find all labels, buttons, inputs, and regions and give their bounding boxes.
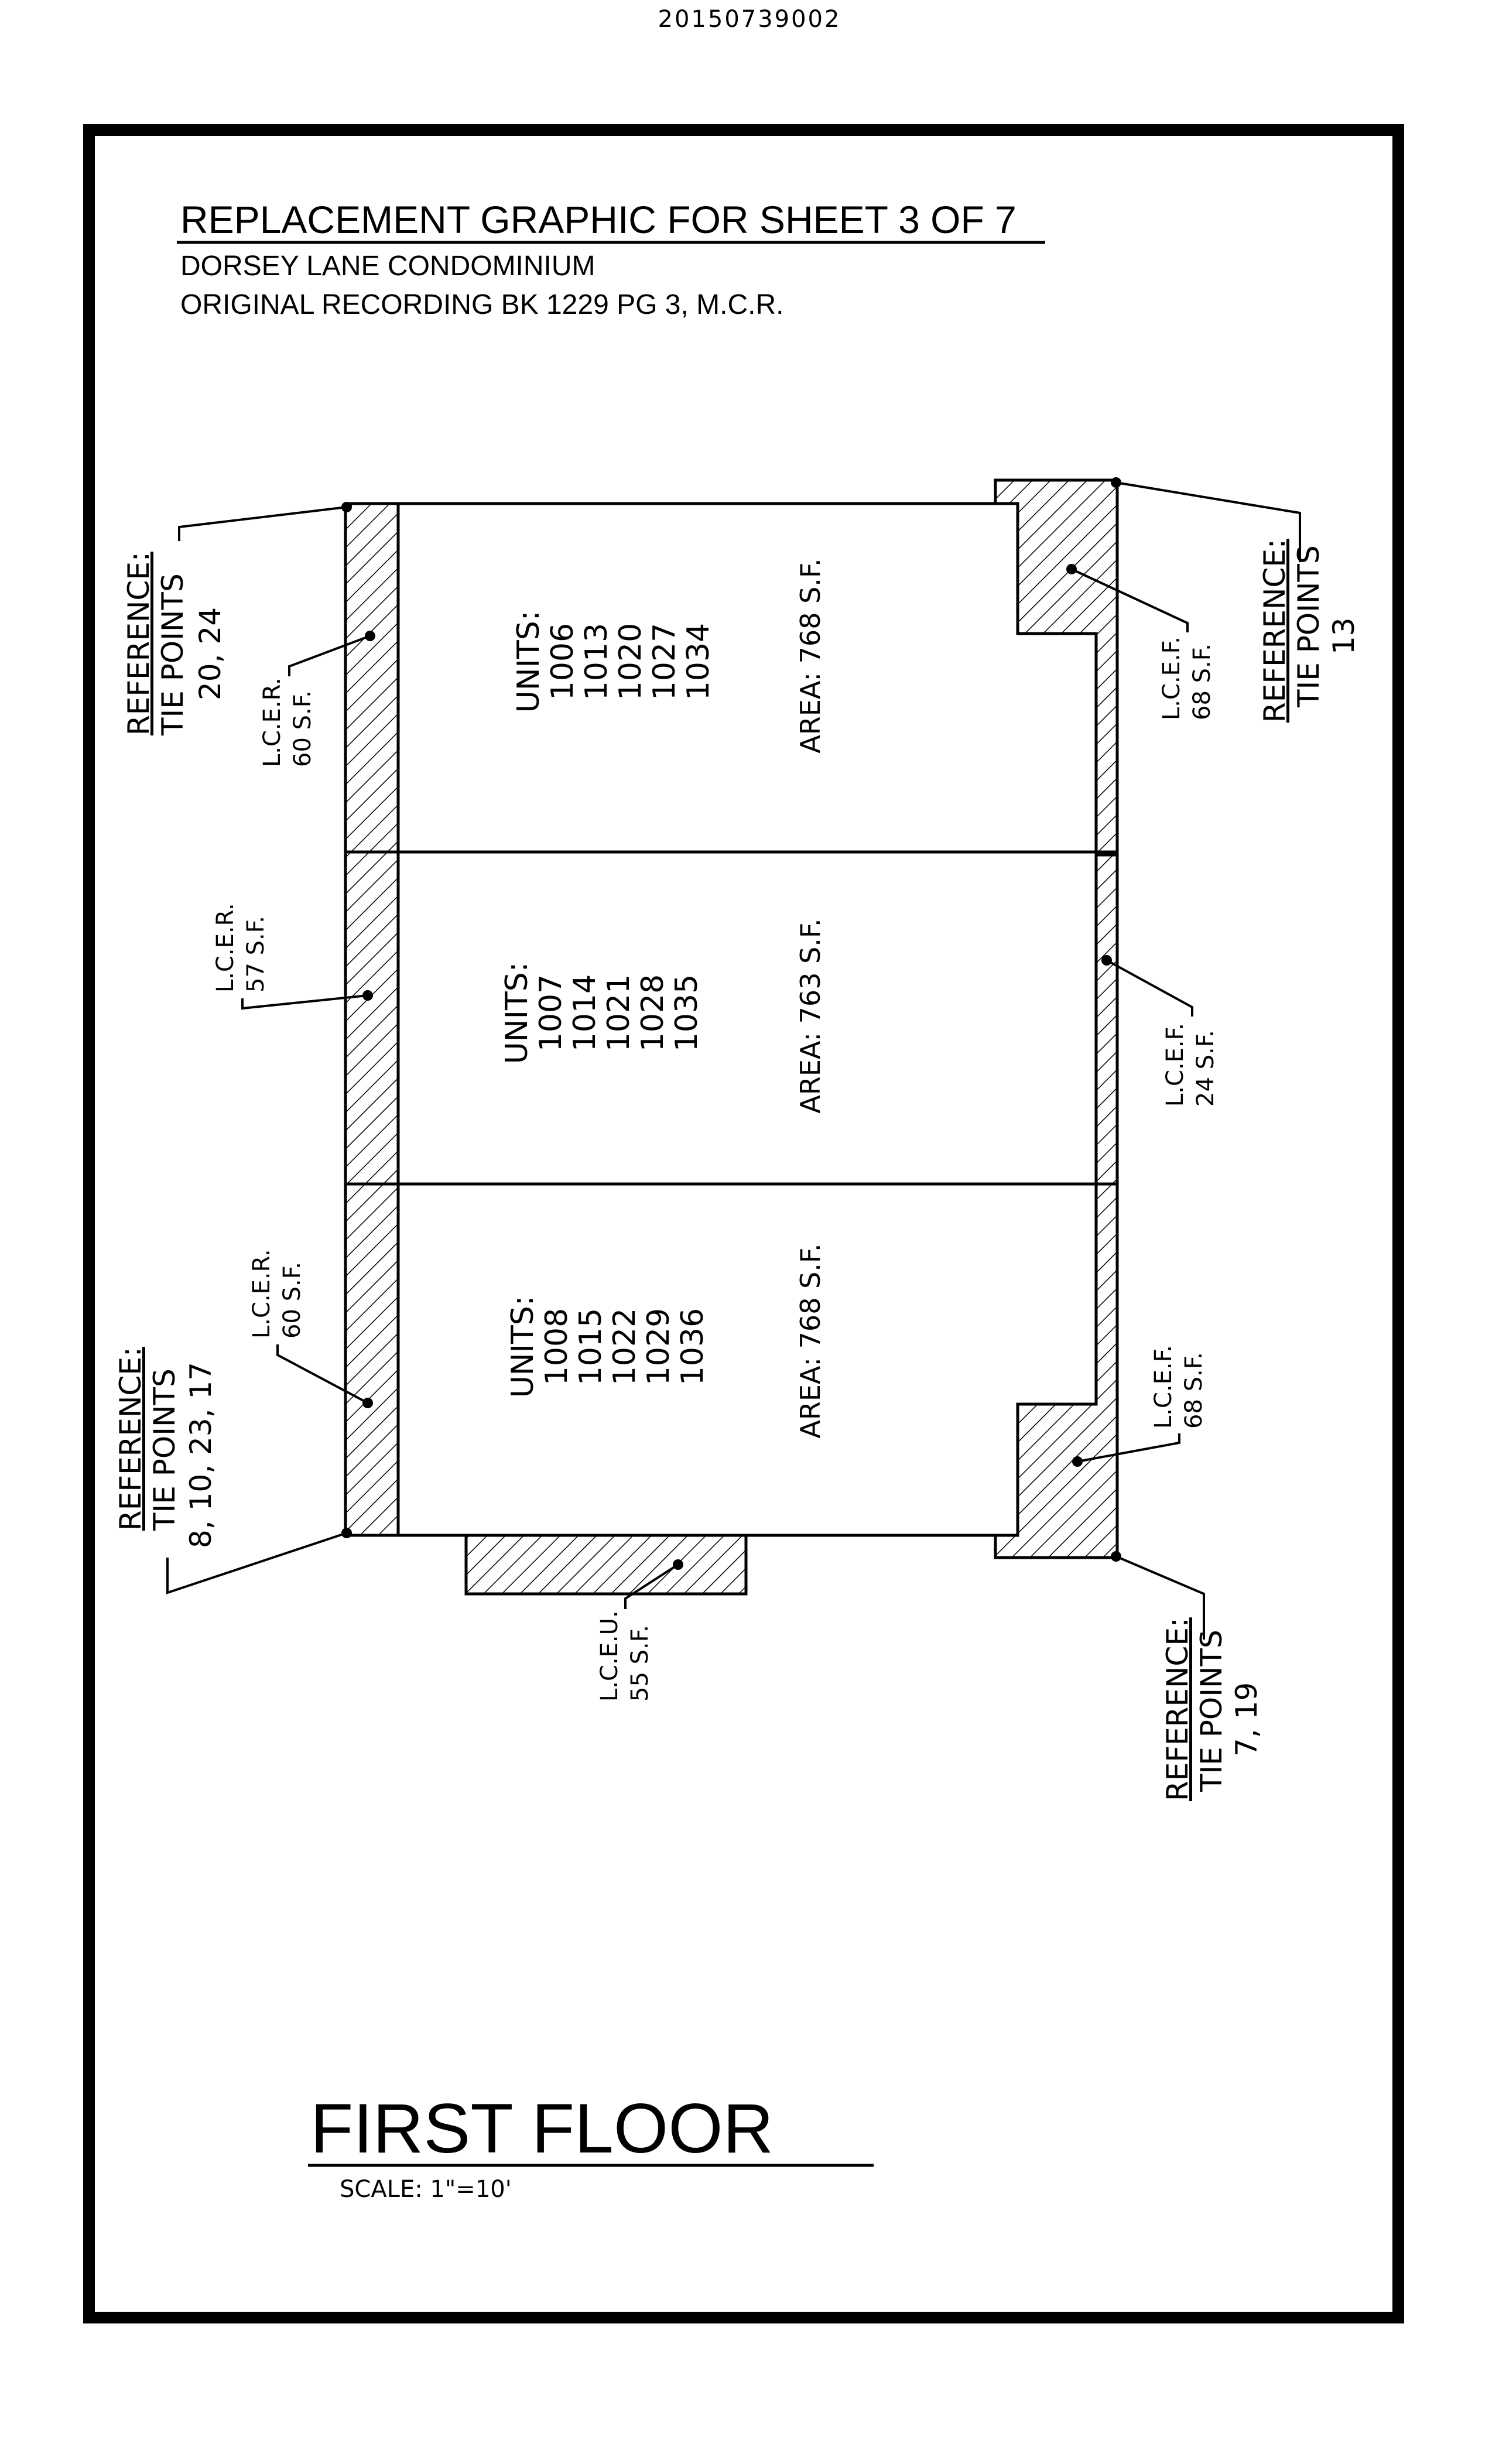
- tie-points-values: 20, 24: [193, 607, 227, 700]
- tie-points-label: TIE POINTS: [148, 1368, 182, 1531]
- sheet-border: [83, 124, 1404, 2323]
- floor-title: FIRST FLOOR: [310, 2089, 774, 2168]
- lcer-callout-mid: L.C.E.R. 57 S.F.: [212, 903, 373, 1010]
- unit-number: 1020: [613, 623, 648, 700]
- unit-area: AREA: 763 S.F.: [795, 918, 826, 1113]
- unit-block-2: UNITS: 1007 1014 1021 1028 1035: [499, 962, 704, 1065]
- reference-tie-points-bottom-right: REFERENCE: TIE POINTS 7, 19: [1111, 1551, 1264, 1801]
- lce-code: L.C.E.R.: [259, 677, 286, 767]
- unit-number: 1014: [567, 974, 603, 1052]
- lce-area: 55 S.F.: [627, 1625, 653, 1702]
- unit-number: 1006: [545, 623, 580, 700]
- sheet-title: REPLACEMENT GRAPHIC FOR SHEET 3 OF 7: [180, 198, 1017, 241]
- lcef-callout-top: L.C.E.F. 68 S.F.: [1066, 564, 1216, 720]
- unit-number: 1034: [681, 623, 716, 700]
- unit-number: 1029: [641, 1308, 676, 1385]
- tie-points-label: TIE POINTS: [1195, 1630, 1228, 1792]
- lce-code: L.C.E.F.: [1158, 636, 1185, 720]
- tie-points-label: TIE POINTS: [1292, 545, 1326, 708]
- lce-code: L.C.E.F.: [1150, 1345, 1177, 1429]
- reference-tie-points-top-right: REFERENCE: TIE POINTS 13: [1111, 477, 1361, 723]
- unit-area: AREA: 768 S.F.: [795, 558, 826, 753]
- unit-number: 1008: [539, 1308, 574, 1385]
- lce-area: 68 S.F.: [1189, 644, 1216, 720]
- lce-code: L.C.E.F.: [1162, 1023, 1189, 1107]
- unit-number: 1015: [573, 1308, 608, 1385]
- unit-number: 1021: [601, 974, 636, 1052]
- reference-tie-points-top-left: REFERENCE: TIE POINTS 20, 24: [122, 502, 352, 736]
- unit-number: 1007: [533, 974, 569, 1052]
- reference-heading: REFERENCE:: [122, 552, 156, 735]
- recording-number: 20150739002: [658, 6, 841, 33]
- lce-area: 24 S.F.: [1192, 1030, 1219, 1107]
- unit-block-3: UNITS: 1008 1015 1022 1029 1036: [505, 1296, 710, 1398]
- lce-area: 68 S.F.: [1180, 1352, 1207, 1429]
- original-recording: ORIGINAL RECORDING BK 1229 PG 3, M.C.R.: [180, 289, 783, 320]
- unit-number: 1028: [635, 974, 670, 1052]
- unit-number: 1013: [579, 623, 614, 700]
- lcef-callout-mid: L.C.E.F. 24 S.F.: [1101, 955, 1219, 1107]
- scale-note: SCALE: 1"=10': [340, 2176, 512, 2203]
- reference-heading: REFERENCE:: [1258, 539, 1292, 723]
- lcer-strip: [344, 502, 400, 1537]
- lcer-callout-top: L.C.E.R. 60 S.F.: [259, 631, 375, 767]
- tie-points-values: 8, 10, 23, 17: [184, 1362, 218, 1548]
- lce-code: L.C.E.R.: [212, 903, 239, 993]
- lce-area: 57 S.F.: [242, 916, 269, 993]
- reference-heading: REFERENCE:: [114, 1347, 148, 1531]
- units-label: UNITS:: [505, 1296, 540, 1398]
- unit-number: 1036: [675, 1308, 710, 1385]
- building-outline: [396, 502, 1098, 1537]
- unit-number: 1022: [607, 1308, 642, 1385]
- condo-name: DORSEY LANE CONDOMINIUM: [180, 251, 596, 282]
- tie-points-label: TIE POINTS: [156, 573, 190, 736]
- lce-area: 60 S.F.: [279, 1262, 306, 1339]
- lcer-callout-bottom: L.C.E.R. 60 S.F.: [248, 1249, 373, 1408]
- lcef-middle: [1094, 853, 1119, 1186]
- lceu-callout: L.C.E.U. 55 S.F.: [596, 1559, 683, 1702]
- reference-tie-points-bottom-left: REFERENCE: TIE POINTS 8, 10, 23, 17: [114, 1347, 352, 1594]
- unit-block-1: UNITS: 1006 1013 1020 1027 1034: [511, 611, 716, 713]
- lce-code: L.C.E.R.: [248, 1249, 275, 1339]
- units-label: UNITS:: [499, 962, 535, 1065]
- lcef-callout-bottom: L.C.E.F. 68 S.F.: [1072, 1345, 1207, 1467]
- lce-code: L.C.E.U.: [596, 1610, 623, 1702]
- unit-number: 1027: [647, 623, 682, 700]
- unit-area: AREA: 768 S.F.: [795, 1243, 826, 1438]
- lceu-area: [464, 1534, 748, 1596]
- tie-points-values: 13: [1327, 617, 1361, 655]
- unit-number: 1035: [669, 974, 704, 1052]
- lce-area: 60 S.F.: [289, 690, 316, 767]
- tie-points-values: 7, 19: [1230, 1682, 1264, 1757]
- units-label: UNITS:: [511, 611, 546, 713]
- reference-heading: REFERENCE:: [1161, 1617, 1195, 1801]
